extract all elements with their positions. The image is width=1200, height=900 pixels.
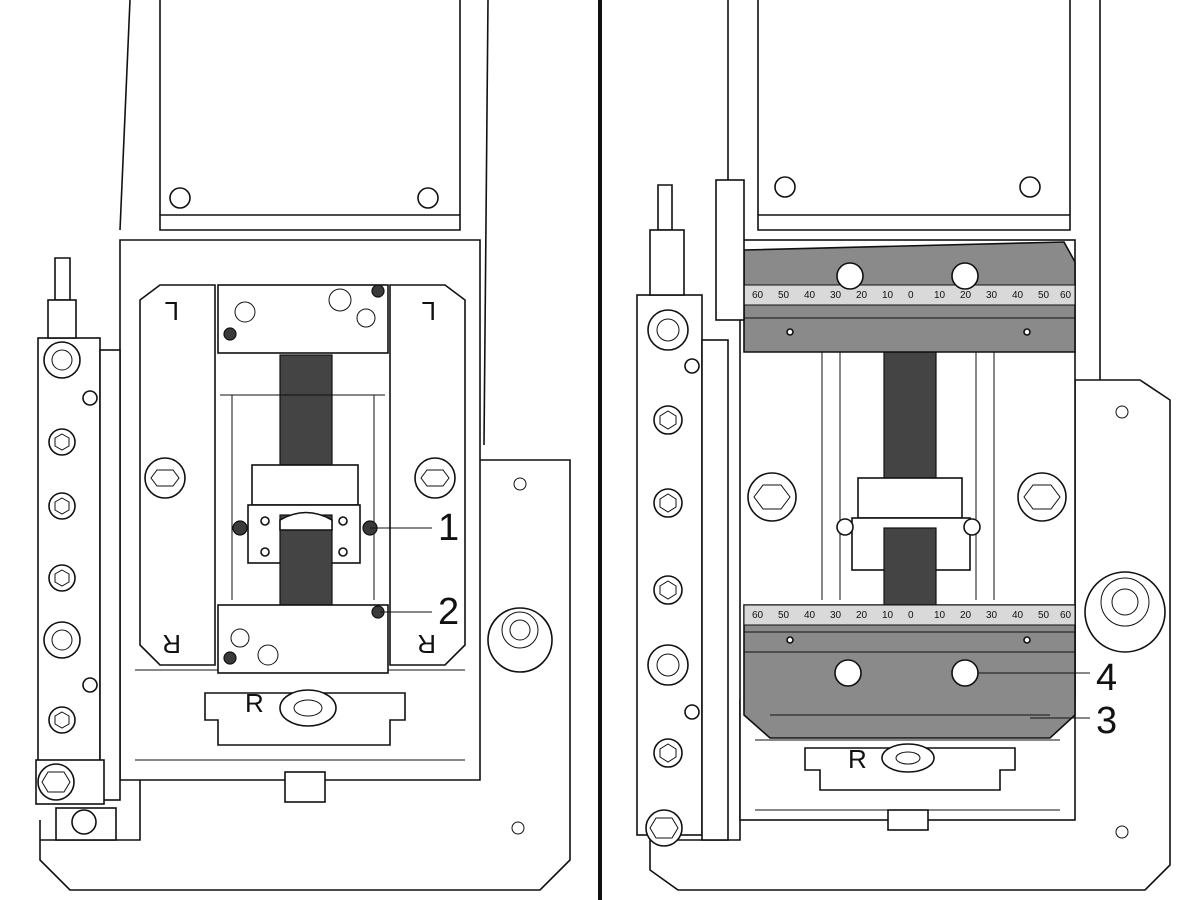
- hex-fitting-icon: [647, 309, 689, 351]
- set-screw-icon: [232, 520, 248, 536]
- callout-2: 2: [438, 591, 459, 633]
- svg-text:60: 60: [1060, 610, 1072, 621]
- lower-scale: 60 50 40 30 20 10 0 10 20 30 40 50 60: [752, 610, 1072, 621]
- svg-text:30: 30: [830, 290, 842, 301]
- base-marking-text: R: [245, 688, 264, 718]
- svg-text:10: 10: [934, 610, 946, 621]
- svg-text:10: 10: [934, 290, 946, 301]
- upper-clamp-block: [217, 284, 389, 354]
- lead-screw: [883, 351, 937, 481]
- svg-text:0: 0: [908, 610, 914, 621]
- nut-icon: [1084, 571, 1166, 653]
- svg-text:20: 20: [960, 290, 972, 301]
- hex-fitting-icon: [43, 621, 81, 659]
- svg-text:50: 50: [778, 290, 790, 301]
- svg-text:30: 30: [986, 610, 998, 621]
- svg-text:10: 10: [882, 610, 894, 621]
- jaw-screw-icon: [834, 659, 862, 687]
- svg-text:60: 60: [752, 610, 764, 621]
- svg-text:40: 40: [1012, 610, 1024, 621]
- jaw-marking-text: L: [422, 296, 436, 326]
- lower-clamp-block: [217, 604, 389, 674]
- chute-screw-icon: [774, 176, 796, 198]
- svg-text:20: 20: [960, 610, 972, 621]
- svg-text:0: 0: [908, 290, 914, 301]
- svg-text:50: 50: [1038, 610, 1050, 621]
- jaw-marking-text: R: [162, 629, 181, 659]
- svg-text:40: 40: [1012, 290, 1024, 301]
- svg-text:60: 60: [752, 290, 764, 301]
- svg-text:60: 60: [1060, 290, 1072, 301]
- upper-scale: 60 50 40 30 20 10 0 10 20 30 40 50 60: [752, 290, 1072, 301]
- callout-1: 1: [438, 507, 459, 549]
- hex-screw-icon: [414, 457, 456, 499]
- svg-text:50: 50: [778, 610, 790, 621]
- svg-text:20: 20: [856, 290, 868, 301]
- svg-text:20: 20: [856, 610, 868, 621]
- hex-fitting-icon: [647, 644, 689, 686]
- svg-text:10: 10: [882, 290, 894, 301]
- jaw-screw-icon: [836, 262, 864, 290]
- left-panel: L L R R R: [35, 0, 571, 891]
- lead-screw: [279, 354, 333, 466]
- jaw-screw-icon: [951, 262, 979, 290]
- base-marking-text: R: [848, 744, 867, 774]
- svg-text:50: 50: [1038, 290, 1050, 301]
- callout-3: 3: [1096, 700, 1117, 742]
- chute-screw-icon: [417, 187, 439, 209]
- jaw-marking-text: L: [165, 296, 179, 326]
- right-panel: 60 50 40 30 20 10 0 10 20 30 40 50 60 60…: [636, 0, 1171, 891]
- chute-screw-icon: [1019, 176, 1041, 198]
- hex-fitting-icon: [43, 341, 81, 379]
- svg-text:40: 40: [804, 290, 816, 301]
- hex-screw-icon: [144, 457, 186, 499]
- hex-screw-icon: [1017, 472, 1067, 522]
- svg-text:30: 30: [830, 610, 842, 621]
- callout-4: 4: [1096, 657, 1117, 699]
- svg-text:30: 30: [986, 290, 998, 301]
- hex-screw-icon: [747, 472, 797, 522]
- jaw-marking-text: R: [417, 629, 436, 659]
- jaw-screw-icon: [951, 659, 979, 687]
- chute-screw-icon: [169, 187, 191, 209]
- svg-text:40: 40: [804, 610, 816, 621]
